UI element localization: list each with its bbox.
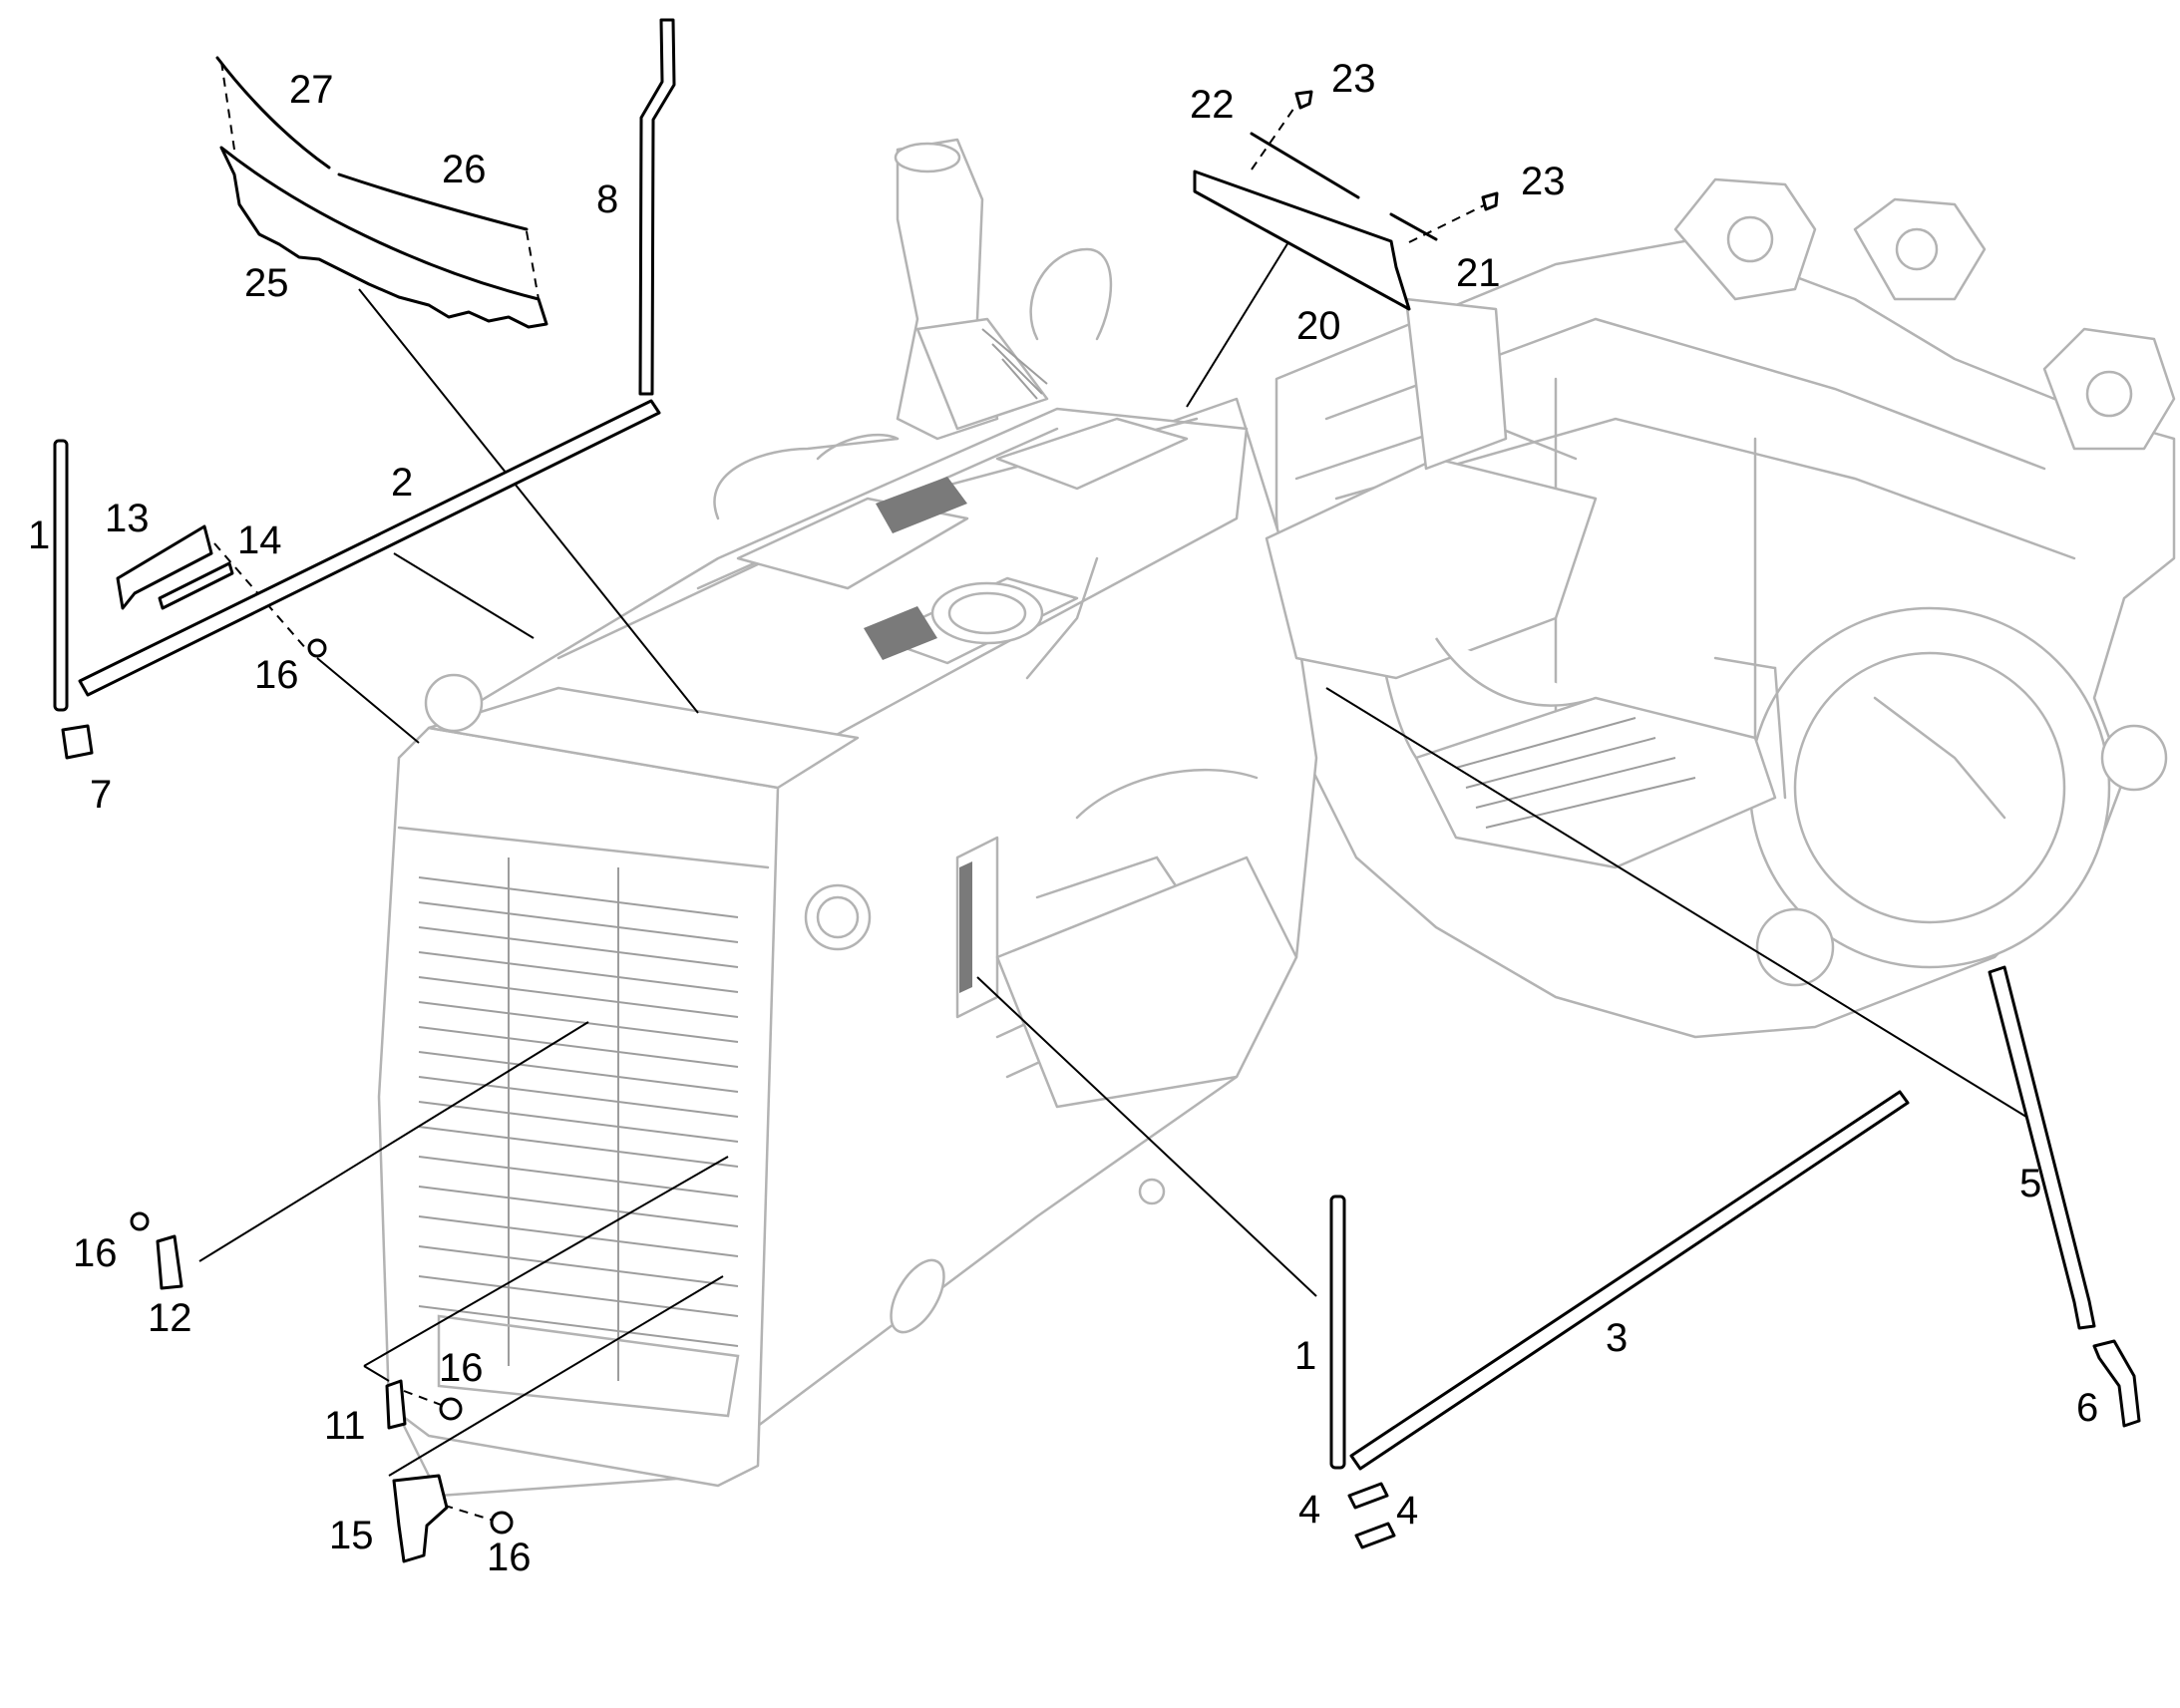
part-26-curved-strip bbox=[337, 172, 529, 231]
parts bbox=[53, 18, 2141, 1563]
callout-16a: 16 bbox=[254, 653, 299, 697]
callout-16d: 16 bbox=[487, 1536, 532, 1579]
callout-21: 21 bbox=[1456, 251, 1501, 295]
leader-1b bbox=[976, 976, 1317, 1297]
callout-5: 5 bbox=[2019, 1162, 2041, 1205]
callout-8: 8 bbox=[596, 177, 618, 221]
callout-7: 7 bbox=[90, 773, 112, 817]
callout-26: 26 bbox=[442, 148, 487, 191]
part-12-bracket bbox=[156, 1234, 183, 1290]
part-16-nut-c bbox=[439, 1397, 463, 1421]
callout-16c: 16 bbox=[439, 1346, 484, 1390]
part-23-screw-b bbox=[1481, 191, 1499, 211]
callout-12: 12 bbox=[148, 1296, 192, 1340]
part-6-curved-end bbox=[2092, 1339, 2141, 1428]
part-8-bent-strip bbox=[638, 18, 676, 396]
part-27-curved-strip bbox=[215, 56, 331, 170]
part-7-grommet bbox=[61, 724, 94, 760]
callout-3: 3 bbox=[1606, 1316, 1628, 1360]
leader-12 bbox=[198, 1021, 589, 1262]
machine-illustration bbox=[377, 138, 2176, 1498]
leader-2 bbox=[393, 552, 535, 639]
part-22-thin-rod bbox=[1250, 132, 1360, 199]
callout-1b: 1 bbox=[1294, 1334, 1316, 1378]
callout-14: 14 bbox=[237, 518, 282, 562]
leader-11-corner bbox=[363, 1365, 390, 1382]
callout-23a: 23 bbox=[1331, 57, 1376, 101]
callout-16b: 16 bbox=[73, 1231, 118, 1275]
part-16-nut-b bbox=[130, 1211, 150, 1231]
part-21-short-rod bbox=[1389, 212, 1438, 241]
leader-20 bbox=[1186, 236, 1292, 408]
callout-labels: 1 1 2 3 4 4 5 6 7 8 11 12 13 14 15 16 16… bbox=[28, 57, 2098, 1579]
leader-25 bbox=[358, 288, 699, 714]
part-16-nut-d bbox=[490, 1511, 514, 1535]
part-1-left-strip bbox=[53, 439, 69, 712]
callout-2: 2 bbox=[391, 461, 413, 505]
callout-1a: 1 bbox=[28, 513, 50, 557]
callout-6: 6 bbox=[2076, 1386, 2098, 1430]
part-23-screw-a bbox=[1294, 90, 1313, 110]
callout-27: 27 bbox=[289, 68, 334, 112]
leader-11 bbox=[363, 1156, 729, 1367]
part-11-bracket bbox=[385, 1379, 407, 1430]
part-5-long-strip bbox=[1988, 965, 2096, 1330]
callout-11: 11 bbox=[324, 1404, 366, 1448]
part-13-bracket bbox=[116, 524, 213, 610]
callout-23b: 23 bbox=[1521, 160, 1566, 203]
callout-4a: 4 bbox=[1298, 1488, 1320, 1532]
callout-20: 20 bbox=[1296, 304, 1341, 348]
part-15-curved-bracket bbox=[392, 1474, 449, 1563]
part-1-right-strip bbox=[1329, 1195, 1346, 1470]
callout-15: 15 bbox=[329, 1514, 374, 1557]
part-14-strip bbox=[158, 561, 234, 610]
callout-4b: 4 bbox=[1396, 1489, 1418, 1533]
part-4-grommet-b bbox=[1354, 1522, 1396, 1549]
part-3-long-strip bbox=[1349, 1090, 1910, 1471]
part-4-grommet-a bbox=[1347, 1482, 1389, 1510]
part-20-angled-plate bbox=[1193, 170, 1411, 311]
leader-5 bbox=[1325, 687, 2035, 1123]
callout-22: 22 bbox=[1190, 83, 1235, 127]
part-2-long-strip bbox=[78, 399, 661, 697]
callout-13: 13 bbox=[105, 497, 150, 540]
leader-15 bbox=[388, 1275, 724, 1477]
part-25-serrated-seal bbox=[219, 146, 548, 329]
callout-25: 25 bbox=[244, 261, 289, 305]
part-16-nut-a bbox=[307, 638, 327, 658]
leader-16a bbox=[316, 657, 420, 744]
leader-lines bbox=[198, 236, 2035, 1477]
front-body bbox=[377, 138, 1598, 1498]
